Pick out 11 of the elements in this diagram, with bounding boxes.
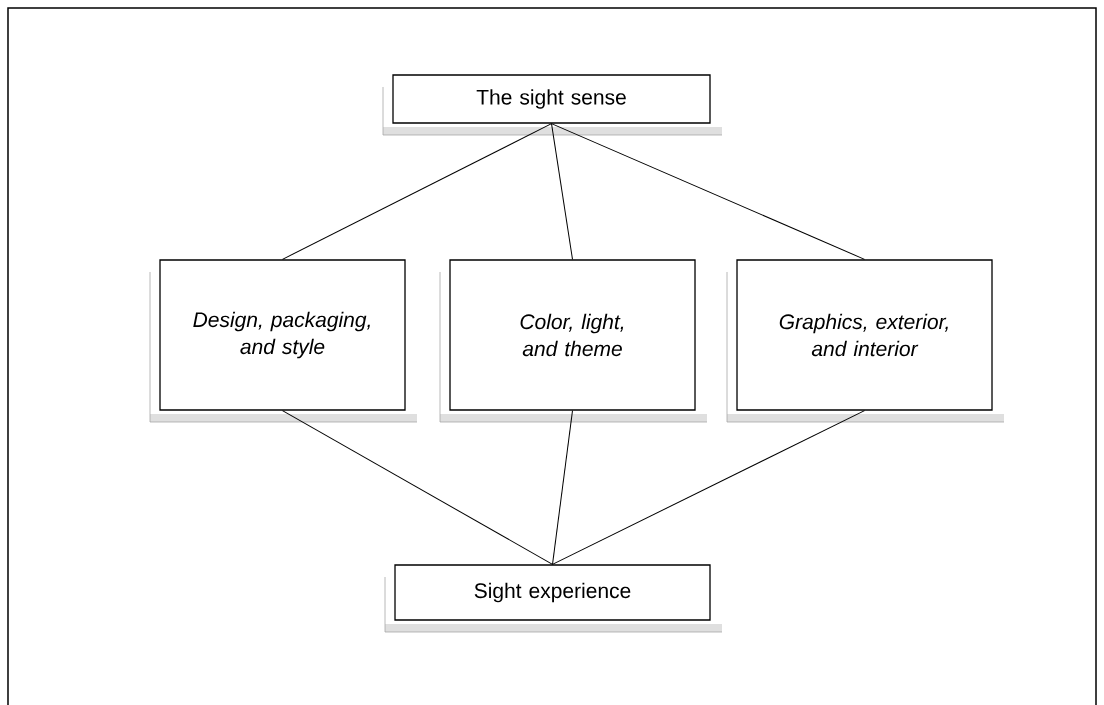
connector-line [552,410,865,565]
box: The sight sense [382,74,723,136]
box: Color, light, and theme [439,259,708,423]
connector-line [282,410,553,565]
box: Design, packaging, and style [149,259,418,423]
connector-line [282,123,552,260]
box: Graphics, exterior, and interior [726,259,1005,423]
connector-line [551,123,865,260]
connector-line [551,123,573,260]
connector-line [552,410,573,565]
box: Sight experience [384,564,723,633]
